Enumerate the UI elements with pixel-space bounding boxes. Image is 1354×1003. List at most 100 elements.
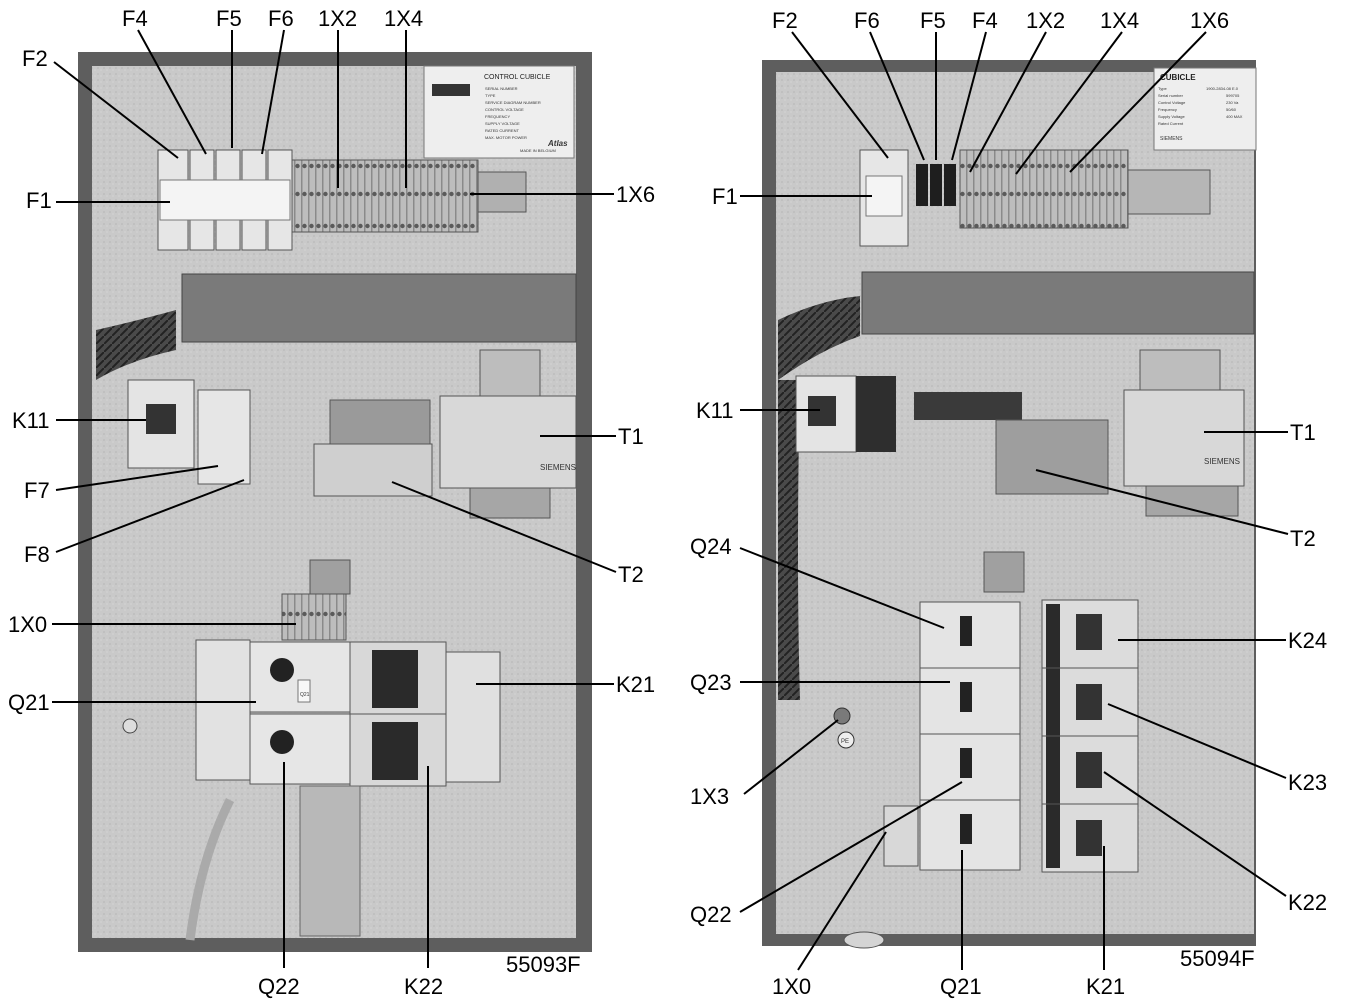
left-nameplate-field-5: SUPPLY VOLTAGE <box>485 121 520 126</box>
left-label-t2: T2 <box>618 562 644 587</box>
right-terminal-1x0 <box>883 805 919 867</box>
left-terminal-strip <box>291 159 479 233</box>
right-pe-text: PE <box>841 739 849 745</box>
left-breaker-tag: Q21 <box>300 692 310 698</box>
right-label-k23: K23 <box>1288 770 1327 795</box>
left-label-f6: F6 <box>268 6 294 31</box>
right-figure-number: 55094F <box>1180 946 1255 971</box>
right-label-1x2: 1X2 <box>1026 8 1065 33</box>
left-din-rail <box>477 171 527 213</box>
left-label-f4: F4 <box>122 6 148 31</box>
right-nameplate-value-1: 599705 <box>1226 93 1240 98</box>
right-label-1x4: 1X4 <box>1100 8 1139 33</box>
right-label-k11: K11 <box>696 398 734 423</box>
right-contactors <box>1041 599 1139 873</box>
left-nameplate-field-2: SERVICE DIAGRAM NUMBER <box>485 100 541 105</box>
left-nameplate-field-6: RATED CURRENT <box>485 128 519 133</box>
left-label-1x0: 1X0 <box>8 612 47 637</box>
left-nameplate-brand: Atlas <box>547 139 568 148</box>
left-nameplate: CONTROL CUBICLE SERIAL NUMBER TYPE SERVI… <box>423 65 575 159</box>
right-label-1x3: 1X3 <box>690 784 729 809</box>
right-nameplate-field-0: Type <box>1158 86 1167 91</box>
right-terminal-strip <box>959 149 1129 229</box>
right-pe-symbol: PE <box>837 731 855 749</box>
right-transformer-t1: SIEMENS <box>1123 349 1245 517</box>
right-label-f6: F6 <box>854 8 880 33</box>
left-fuse-f7-f8 <box>197 389 251 485</box>
left-label-q22: Q22 <box>258 974 300 999</box>
left-cable <box>185 797 235 941</box>
left-label-t1: T1 <box>618 424 644 449</box>
left-nameplate-field-0: SERIAL NUMBER <box>485 86 518 91</box>
left-wire-harness <box>96 310 176 380</box>
right-nameplate-value-3: 50/60 <box>1226 107 1237 112</box>
right-din-rail <box>1127 169 1211 215</box>
right-nameplate-field-1: Serial number <box>1158 93 1184 98</box>
left-label-1x4: 1X4 <box>384 6 423 31</box>
left-cable-duct <box>181 273 577 343</box>
right-cabinet: CUBICLE Type 1900-2834-08 E.0 Serial num… <box>762 60 1257 949</box>
right-transformer-brand: SIEMENS <box>1204 457 1240 466</box>
right-label-1x6: 1X6 <box>1190 8 1229 33</box>
left-label-f8: F8 <box>24 542 50 567</box>
left-label-1x2: 1X2 <box>318 6 357 31</box>
right-label-q22: Q22 <box>690 902 732 927</box>
right-label-f4: F4 <box>972 8 998 33</box>
left-nameplate-field-4: FREQUENCY <box>485 114 510 119</box>
left-cabinet: CONTROL CUBICLE SERIAL NUMBER TYPE SERVI… <box>78 52 592 952</box>
left-callouts: F2 F4 F5 F6 1X2 1X4 F1 1X6 K11 T1 F7 F8 … <box>8 6 655 999</box>
left-din-rail-lower <box>299 785 361 937</box>
left-breakers: Q21 <box>195 639 351 785</box>
left-nameplate-made-in: MADE IN BELGIUM <box>520 148 556 153</box>
right-cable-duct <box>861 271 1255 335</box>
left-nameplate-title: CONTROL CUBICLE <box>484 74 551 81</box>
right-label-t1: T1 <box>1290 420 1316 445</box>
left-label-k22: K22 <box>404 974 443 999</box>
left-transformer-brand: SIEMENS <box>540 463 576 472</box>
right-nameplate-field-5: Rated Current <box>1158 121 1184 126</box>
right-nameplate-value-4: 400 MAX <box>1226 114 1243 119</box>
right-fuse-block <box>859 149 956 247</box>
right-label-k24: K24 <box>1288 628 1327 653</box>
right-wire-harness <box>778 296 860 380</box>
right-nameplate-field-4: Supply Voltage <box>1158 114 1185 119</box>
left-transformer-t1: SIEMENS <box>439 349 577 519</box>
left-label-1x6: 1X6 <box>616 182 655 207</box>
right-callouts: F2 F6 F5 F4 1X2 1X4 1X6 F1 K11 T1 T2 Q24… <box>690 8 1327 999</box>
right-breakers <box>919 601 1021 871</box>
left-terminal-1x0 <box>281 593 347 641</box>
right-label-f2: F2 <box>772 8 798 33</box>
right-nameplate-field-2: Control Voltage <box>1158 100 1186 105</box>
left-contactors <box>349 641 501 787</box>
left-label-f1: F1 <box>26 188 52 213</box>
right-nameplate-field-3: Frequency <box>1158 107 1177 112</box>
right-label-k21: K21 <box>1086 974 1125 999</box>
right-cable-gland <box>843 931 885 949</box>
right-label-f1: F1 <box>712 184 738 209</box>
right-label-t2: T2 <box>1290 526 1316 551</box>
left-nameplate-field-3: CONTROL VOLTAGE <box>485 107 524 112</box>
right-label-1x0: 1X0 <box>772 974 811 999</box>
left-nameplate-field-7: MAX. MOTOR POWER <box>485 135 527 140</box>
left-nameplate-field-1: TYPE <box>485 93 496 98</box>
right-label-q24: Q24 <box>690 534 732 559</box>
right-label-q23: Q23 <box>690 670 732 695</box>
left-label-f2: F2 <box>22 46 48 71</box>
right-label-f5: F5 <box>920 8 946 33</box>
right-nameplate-maker: SIEMENS <box>1160 136 1183 142</box>
left-label-f5: F5 <box>216 6 242 31</box>
right-nameplate-value-2: 230 Va <box>1226 100 1239 105</box>
right-transformer-t2 <box>995 419 1109 495</box>
left-label-q21: Q21 <box>8 690 50 715</box>
right-label-q21: Q21 <box>940 974 982 999</box>
left-fuse-block <box>157 149 293 251</box>
right-nameplate: CUBICLE Type 1900-2834-08 E.0 Serial num… <box>1153 67 1257 151</box>
left-label-k11: K11 <box>12 408 50 433</box>
left-label-f7: F7 <box>24 478 50 503</box>
right-wire-harness-left <box>778 380 800 700</box>
right-din-clamp <box>983 551 1025 593</box>
left-label-k21: K21 <box>616 672 655 697</box>
right-nameplate-value-0: 1900-2834-08 E.0 <box>1206 86 1239 91</box>
left-figure-number: 55093F <box>506 952 581 977</box>
